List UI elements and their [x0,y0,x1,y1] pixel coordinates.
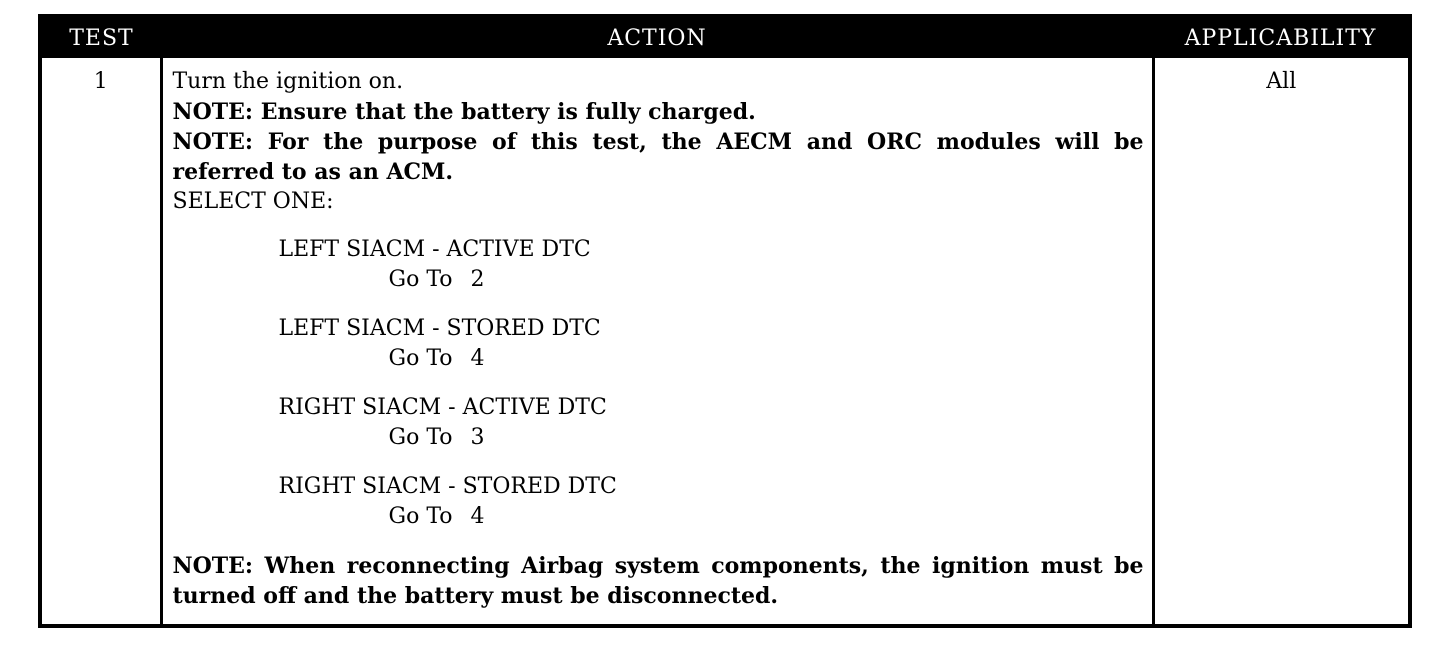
goto-label: Go To [388,346,453,371]
goto-instruction: Go To 4 [389,502,1144,532]
goto-instruction: Go To 3 [389,423,1144,453]
table-row: 1 Turn the ignition on. NOTE: Ensure tha… [40,58,1410,626]
goto-instruction: Go To 2 [389,265,1144,295]
goto-number: 2 [470,267,485,292]
option-left-siacm-active: LEFT SIACM - ACTIVE DTC Go To 2 [279,235,1144,295]
test-number: 1 [40,58,163,626]
table-header-row: TEST ACTION APPLICABILITY [40,16,1410,58]
note-reconnecting-airbag: NOTE: When reconnecting Airbag system co… [172,553,1144,609]
action-cell: Turn the ignition on. NOTE: Ensure that … [161,58,1153,626]
header-test: TEST [40,16,161,58]
option-label: RIGHT SIACM - ACTIVE DTC [278,395,607,420]
option-label: LEFT SIACM - STORED DTC [278,316,601,341]
goto-instruction: Go To 4 [389,344,1144,374]
option-right-siacm-stored: RIGHT SIACM - STORED DTC Go To 4 [279,472,1144,532]
goto-number: 3 [470,425,485,450]
select-one-label: SELECT ONE: [172,189,334,214]
note-acm-definition: NOTE: For the purpose of this test, the … [172,129,1144,185]
diagnostic-test-page: TEST ACTION APPLICABILITY 1 Turn the ign… [38,14,1412,628]
goto-number: 4 [470,346,485,371]
goto-label: Go To [388,504,453,529]
goto-label: Go To [388,267,453,292]
note-battery: NOTE: Ensure that the battery is fully c… [172,99,756,125]
option-right-siacm-active: RIGHT SIACM - ACTIVE DTC Go To 3 [279,393,1144,453]
header-action: ACTION [161,16,1153,58]
header-applicability: APPLICABILITY [1153,16,1410,58]
option-label: RIGHT SIACM - STORED DTC [278,474,617,499]
action-intro: Turn the ignition on. [172,69,404,94]
option-label: LEFT SIACM - ACTIVE DTC [278,237,591,262]
goto-number: 4 [470,504,485,529]
option-left-siacm-stored: LEFT SIACM - STORED DTC Go To 4 [279,314,1144,374]
applicability-value: All [1151,58,1410,626]
goto-label: Go To [388,425,453,450]
diagnostic-test-table: TEST ACTION APPLICABILITY 1 Turn the ign… [38,14,1412,628]
